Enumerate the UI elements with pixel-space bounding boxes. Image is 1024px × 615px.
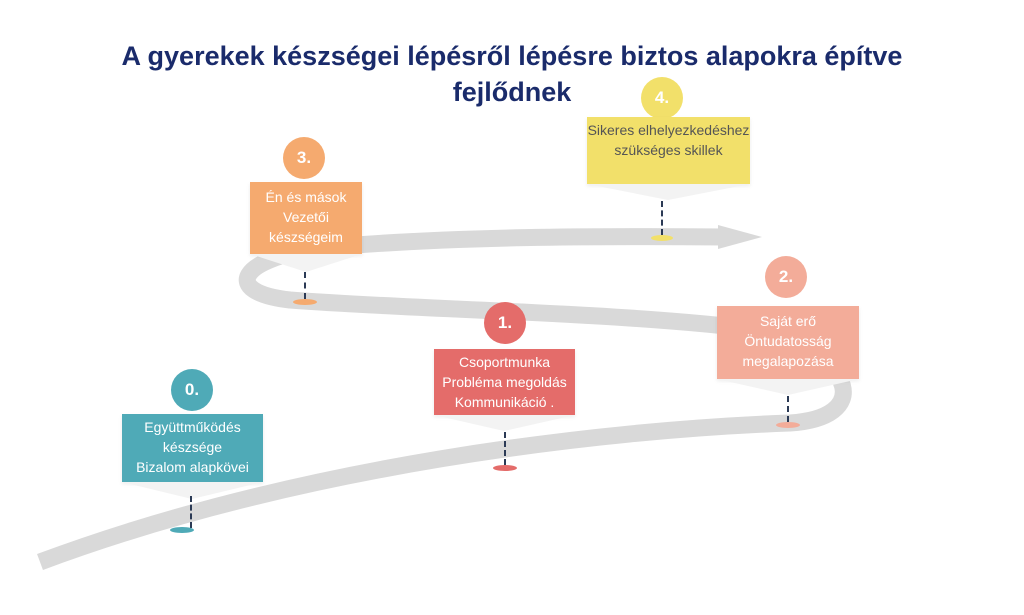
road-marker (293, 299, 317, 305)
step-line: készsége (162, 439, 223, 455)
card-pointer (587, 184, 750, 200)
step-card: Saját erő Öntudatosság megalapozása (717, 306, 859, 379)
connector-line (504, 432, 506, 465)
step-card: Én és mások Vezetői készségeim (250, 182, 362, 254)
step-line: szükséges skillek (614, 142, 723, 158)
road-marker (170, 527, 194, 533)
step-line: Öntudatosság (744, 333, 832, 349)
step-line: Én és mások (265, 189, 347, 205)
connector-line (190, 496, 192, 528)
step-line: Együttműködés (144, 419, 241, 435)
step-card: Sikeres elhelyezkedéshez szükséges skill… (587, 117, 750, 184)
step-line: Kommunikáció . (454, 394, 555, 410)
card-pointer (250, 254, 362, 272)
connector-line (304, 272, 306, 299)
road-arrowhead (718, 225, 762, 249)
step-number-badge: 3. (283, 137, 325, 179)
step-number-badge: 2. (765, 256, 807, 298)
step-line: Probléma megoldás (442, 374, 567, 390)
step-line: Vezetői (283, 209, 329, 225)
step-line: Csoportmunka (458, 354, 551, 370)
road-marker (493, 465, 517, 471)
connector-line (661, 201, 663, 235)
road-marker (776, 422, 800, 428)
road-marker (651, 235, 673, 241)
step-number-badge: 0. (171, 369, 213, 411)
step-line: készségeim (269, 229, 343, 245)
step-line: Saját erő (759, 313, 817, 329)
connector-line (787, 396, 789, 422)
step-card: Csoportmunka Probléma megoldás Kommuniká… (434, 349, 575, 415)
card-pointer (122, 482, 263, 499)
step-number-badge: 4. (641, 77, 683, 119)
road-path (37, 228, 852, 570)
step-line: Sikeres elhelyezkedéshez (587, 122, 750, 138)
card-pointer (717, 379, 859, 395)
step-line: megalapozása (742, 353, 834, 369)
page-title: A gyerekek készségei lépésről lépésre bi… (121, 41, 903, 107)
step-number-badge: 1. (484, 302, 526, 344)
step-line: Bizalom alapkövei (136, 459, 249, 475)
card-pointer (434, 415, 575, 431)
step-card: Együttműködés készsége Bizalom alapkövei (122, 414, 263, 482)
